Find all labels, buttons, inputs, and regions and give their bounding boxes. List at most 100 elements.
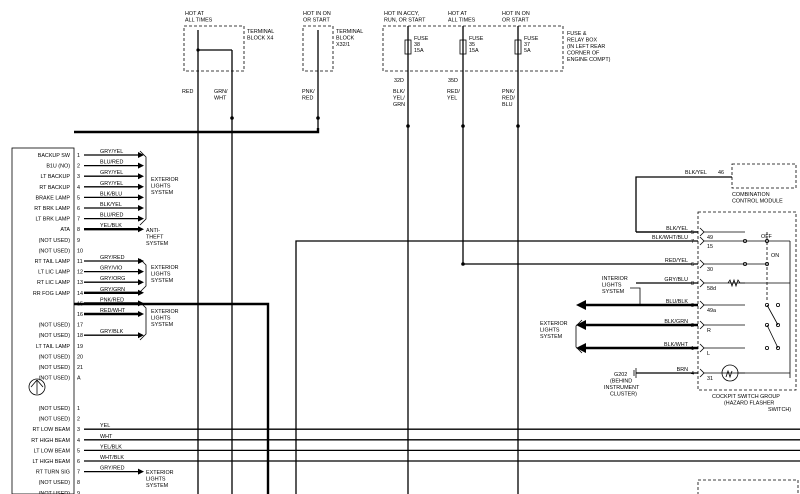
top-wire-pnk-red-blu: PNK/RED/BLU bbox=[502, 89, 515, 108]
left-wire-label: YEL/BLK bbox=[100, 444, 122, 450]
left-wire-label: GRY/VIO bbox=[100, 266, 122, 272]
left-connector-body bbox=[11, 147, 75, 494]
arrow-interior bbox=[576, 300, 698, 310]
fuse-38-icon bbox=[404, 39, 412, 55]
left-pin-label: (NOT USED) bbox=[39, 333, 71, 339]
left-pin-label: RT LOW BEAM bbox=[32, 427, 70, 433]
switch-wire-label: BLK/WHT/BLU bbox=[652, 235, 688, 241]
switch-terminal: L bbox=[707, 351, 710, 357]
left-pin-label: LT HIGH BEAM bbox=[32, 459, 70, 465]
left-pin-number: 5 bbox=[77, 448, 80, 454]
left-pin-label: RR FOG LAMP bbox=[33, 291, 71, 297]
fuse-35-icon bbox=[459, 39, 467, 55]
left-pin-label: (NOT USED) bbox=[39, 365, 71, 371]
left-pin-label: BRAKE LAMP bbox=[36, 195, 71, 201]
left-pin-label: (NOT USED) bbox=[39, 323, 71, 329]
switch-wire-label: BLU/BLK bbox=[666, 299, 689, 305]
left-wire-label: GRY/RED bbox=[100, 255, 125, 261]
switch-pin-number: 4 bbox=[691, 371, 694, 377]
left-wire-label: GRY/RED bbox=[100, 466, 125, 472]
left-wire-label: WHT bbox=[100, 434, 113, 440]
left-pin-label: (NOT USED) bbox=[39, 376, 71, 382]
left-wire-label: YEL/BLK bbox=[100, 223, 122, 229]
left-pin-label: LT BACKUP bbox=[41, 174, 71, 180]
left-pin-row: (NOT USED)9 bbox=[39, 238, 80, 244]
top-number-35d: 35D bbox=[448, 78, 458, 84]
left-wire-label: BLK/BLU bbox=[100, 191, 122, 197]
left-pin-label: B1U (NO) bbox=[46, 164, 70, 170]
left-pin-row: (NOT USED) 21 bbox=[39, 365, 83, 371]
power-label-3: HOT IN ACCY,RUN, OR START bbox=[384, 11, 426, 24]
left-pin-label: RT TURN SIG bbox=[36, 470, 70, 476]
hazard-switch-contacts: OFF ON bbox=[721, 232, 791, 382]
left-wire-label: BLU/RED bbox=[100, 160, 123, 166]
switch-terminal: R bbox=[707, 328, 711, 334]
left-wire-label: PNK/RED bbox=[100, 297, 124, 303]
switch-terminal: 58d bbox=[707, 286, 716, 292]
combination-wire-label: BLK/YEL bbox=[685, 170, 707, 176]
left-pin-label: (NOT USED) bbox=[39, 491, 71, 494]
left-wire-label: BLK/YEL bbox=[100, 202, 122, 208]
left-pin-number: 20 bbox=[77, 354, 83, 360]
arrow-exterior-1 bbox=[576, 320, 698, 330]
left-wire-label: RED/WHT bbox=[100, 308, 126, 314]
left-pin-label: (NOT USED) bbox=[39, 248, 71, 254]
left-pin-number: 9 bbox=[77, 491, 80, 494]
left-pin-number: 2 bbox=[77, 417, 80, 423]
left-pin-row-lower: (NOT USED) 9 bbox=[39, 491, 80, 494]
left-pin-label: LT BRK LAMP bbox=[35, 217, 70, 223]
left-pin-number: 4 bbox=[77, 185, 80, 191]
switch-terminal: 49 bbox=[707, 235, 713, 241]
top-wire-pnk-red: PNK/RED bbox=[302, 89, 315, 102]
left-pin-number: 1 bbox=[77, 406, 80, 412]
switch-wire-label: BLK/WHT bbox=[664, 342, 689, 348]
left-pin-row: (NOT USED)17 bbox=[39, 323, 83, 329]
left-pin-label: RT HIGH BEAM bbox=[31, 438, 70, 444]
left-pin-number: 1 bbox=[77, 153, 80, 159]
left-wire-label: GRY/YEL bbox=[100, 170, 123, 176]
left-pin-label: RT TAIL LAMP bbox=[35, 259, 71, 265]
left-pin-row: B1U (NO) 2 BLU/RED bbox=[46, 160, 144, 170]
left-pin-number: 2 bbox=[77, 164, 80, 170]
left-pin-label: (NOT USED) bbox=[39, 406, 71, 412]
switch-wire-label: BLK/YEL bbox=[666, 226, 688, 232]
switch-wire-label: BLK/GRN bbox=[664, 319, 688, 325]
switch-terminal: 31 bbox=[707, 376, 713, 382]
left-pin-row: (NOT USED)A bbox=[39, 376, 81, 382]
left-pin-number: 21 bbox=[77, 365, 83, 371]
left-pin-label: ATA bbox=[60, 227, 70, 233]
